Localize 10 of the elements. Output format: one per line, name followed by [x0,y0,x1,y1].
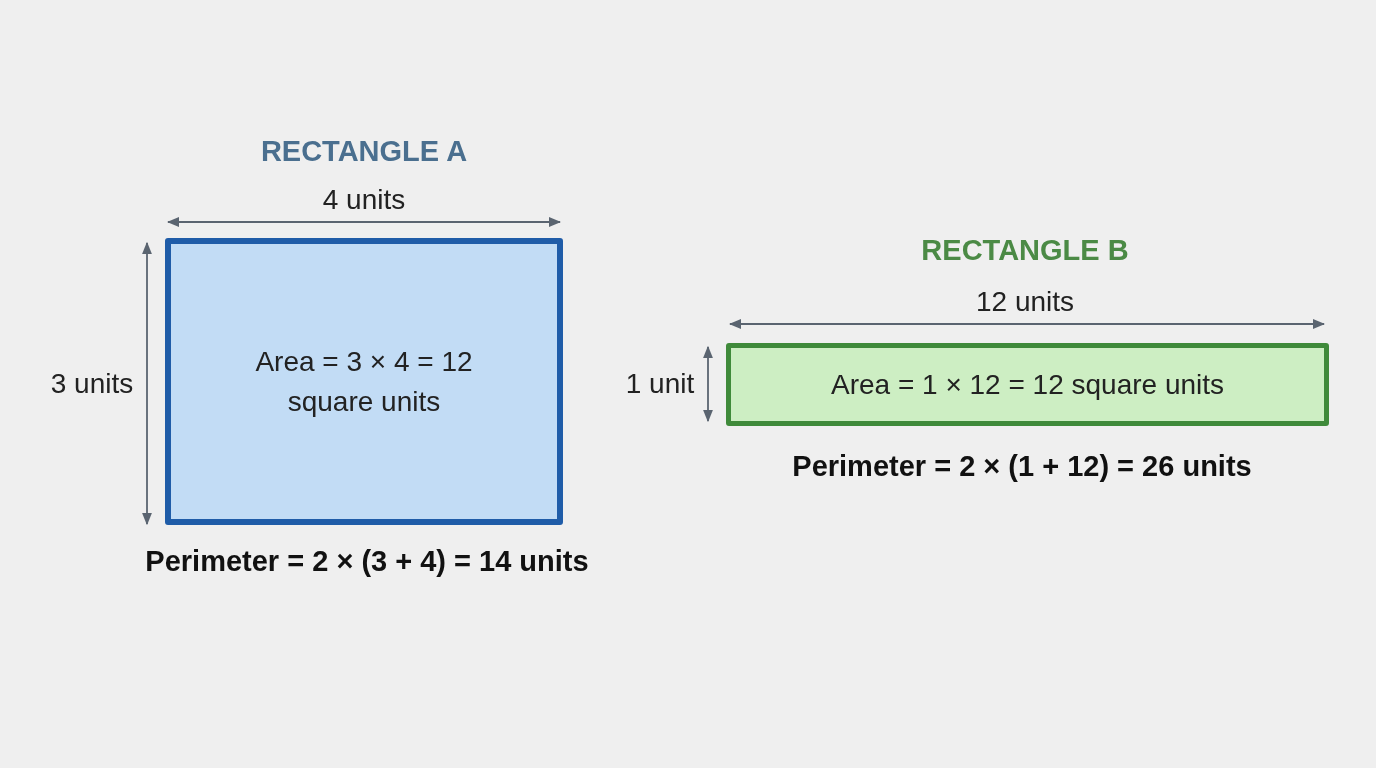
area-formula: Area = 3 × 4 = 12 square units [254,344,474,419]
dimension-label: 12 units [975,286,1075,318]
dimension-label: 4 units [322,184,406,216]
dimension-label: 1 unit [625,368,695,400]
perimeter-formula: Perimeter = 2 × (1 + 12) = 26 units [792,450,1252,483]
dimension-label: 3 units [50,368,134,400]
rectangle-title: RECTANGLE A [260,135,468,168]
rectangle-title: RECTANGLE B [921,234,1129,267]
area-formula: Area = 1 × 12 = 12 square units [830,367,1225,402]
perimeter-formula: Perimeter = 2 × (3 + 4) = 14 units [145,545,589,578]
